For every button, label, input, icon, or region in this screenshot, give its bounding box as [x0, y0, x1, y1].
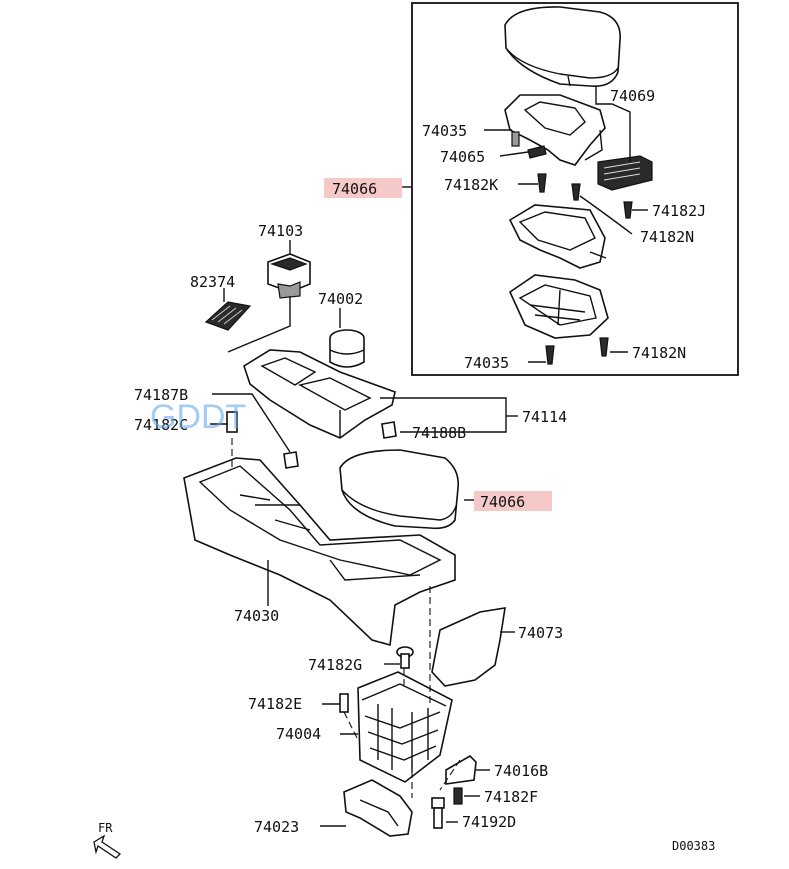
highlight-box-side [474, 491, 552, 511]
label-74188B[interactable]: 74188B [412, 424, 466, 442]
bracket-74023-part [343, 779, 413, 837]
label-74182N-top[interactable]: 74182N [640, 228, 694, 246]
screw-74182C-part [226, 411, 238, 433]
armrest-lid-part [504, 6, 621, 88]
switch-74103-part [267, 253, 311, 299]
label-74114[interactable]: 74114 [522, 408, 567, 426]
screw-74182N-top-part [571, 183, 581, 201]
label-74002[interactable]: 74002 [318, 290, 363, 308]
watermark-text: GDDT [150, 398, 246, 436]
screw-74035-bottom-part [545, 345, 555, 365]
label-74066-side[interactable]: 74066 [480, 493, 525, 511]
label-74192D[interactable]: 74192D [462, 813, 516, 831]
label-74004[interactable]: 74004 [276, 725, 321, 743]
label-74066-top[interactable]: 74066 [332, 180, 377, 198]
drawing-code: D00383 [672, 839, 715, 853]
screw-74182F-part [453, 787, 463, 805]
cup-holder-74002-part [329, 329, 365, 368]
label-74069[interactable]: 74069 [610, 87, 655, 105]
bracket-74016B-part [445, 754, 477, 785]
label-74035-top[interactable]: 74035 [422, 122, 467, 140]
highlight-box-top [324, 178, 402, 198]
label-74065[interactable]: 74065 [440, 148, 485, 166]
cover-74073-part [431, 607, 506, 687]
latch-block-part [597, 155, 653, 191]
inset-frame [411, 2, 739, 376]
armrest-base-part [504, 94, 606, 166]
screw-74182K-part [537, 173, 547, 193]
label-74035-bottom[interactable]: 74035 [464, 354, 509, 372]
label-74182J[interactable]: 74182J [652, 202, 706, 220]
box-74004-part [357, 671, 453, 783]
cover-82374-part [204, 301, 252, 331]
front-indicator-label: FR [98, 821, 113, 835]
label-74187B[interactable]: 74187B [134, 386, 188, 404]
label-74016B[interactable]: 74016B [494, 762, 548, 780]
label-74103[interactable]: 74103 [258, 222, 303, 240]
label-74182K[interactable]: 74182K [444, 176, 498, 194]
label-74182N-bottom[interactable]: 74182N [632, 344, 686, 362]
screw-74182J-part [623, 201, 633, 219]
console-74030-part [183, 457, 456, 647]
clip-74065-part [527, 145, 547, 159]
clip-74187B-part [283, 451, 299, 469]
screw-74182E-part [339, 693, 349, 713]
screw-74182N-bottom-part [599, 337, 609, 357]
label-74182E[interactable]: 74182E [248, 695, 302, 713]
armrest-assy-74066-part [339, 449, 460, 530]
label-82374[interactable]: 82374 [190, 273, 235, 291]
armrest-bottom-part [508, 274, 609, 339]
label-74182G[interactable]: 74182G [308, 656, 362, 674]
label-74023[interactable]: 74023 [254, 818, 299, 836]
armrest-frame-part [508, 204, 607, 269]
label-74073[interactable]: 74073 [518, 624, 563, 642]
front-arrow-icon [93, 834, 122, 859]
clip-74188B-part [381, 421, 397, 439]
screw-74182G-part [396, 646, 414, 669]
label-74030[interactable]: 74030 [234, 607, 279, 625]
bolt-74192D-part [431, 797, 445, 829]
tray-74114-part [243, 349, 396, 439]
screw-74035-top-part [511, 131, 520, 147]
label-74182F[interactable]: 74182F [484, 788, 538, 806]
label-74182C[interactable]: 74182C [134, 416, 188, 434]
